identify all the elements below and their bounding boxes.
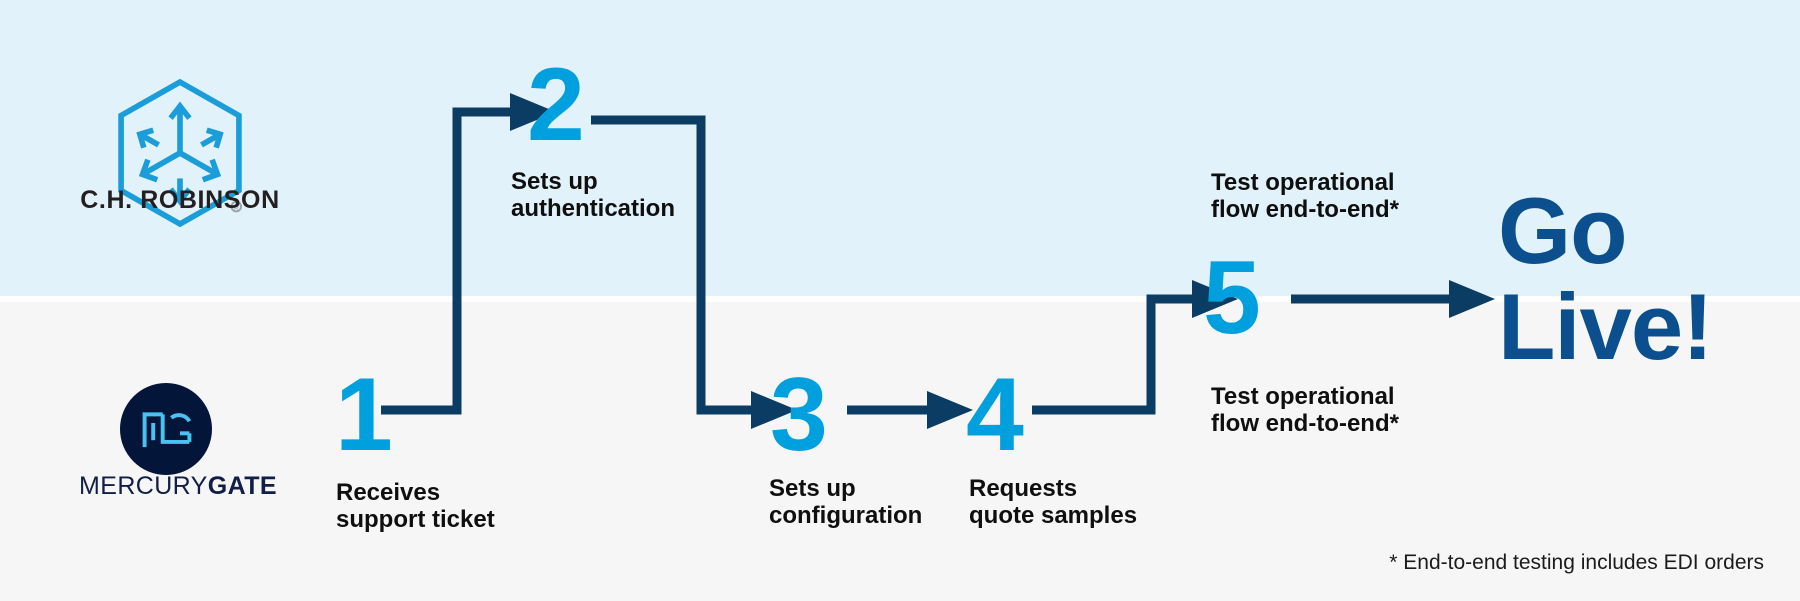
chrobinson-wordmark: C.H. ROBINSON — [80, 186, 280, 214]
bottom-band-mercurygate-lane — [0, 302, 1800, 601]
mercurygate-wordmark: MERCURYGATE — [38, 472, 318, 501]
arrowheads — [510, 93, 1495, 429]
top-band-chrobinson-lane — [0, 0, 1800, 296]
connector-2-to-3 — [591, 115, 757, 415]
connector-1-to-2 — [381, 107, 516, 415]
step-number-2: 2 — [527, 47, 585, 163]
band-divider — [0, 296, 1800, 302]
chrobinson-cube-arrows-hexagon-icon: R — [105, 78, 255, 228]
step-caption-2: Sets up authentication — [511, 168, 676, 222]
svg-text:R: R — [234, 206, 239, 213]
step-caption-5-top: Test operational flow end-to-end* — [1211, 169, 1399, 223]
step-caption-1: Receives support ticket — [336, 479, 495, 533]
arrowhead-to-3 — [751, 391, 797, 429]
step-number-1: 1 — [335, 357, 393, 473]
arrowhead-to-4 — [927, 391, 973, 429]
arrowhead-to-golive — [1449, 280, 1495, 318]
mercurygate-wordmark-bold: GATE — [207, 472, 277, 500]
arrowhead-to-2 — [510, 93, 556, 131]
mercurygate-mg-monogram-icon — [142, 408, 192, 450]
step-number-3: 3 — [770, 357, 828, 473]
go-live-label: Go Live! — [1498, 178, 1713, 379]
mercurygate-wordmark-light: MERCURY — [79, 472, 208, 500]
step-caption-5-bottom: Test operational flow end-to-end* — [1211, 383, 1399, 437]
step-number-5: 5 — [1203, 240, 1261, 356]
mercurygate-logo-circle — [120, 383, 212, 475]
footnote-text: * End-to-end testing includes EDI orders — [1389, 551, 1764, 574]
step-caption-4: Requests quote samples — [969, 475, 1138, 529]
step-caption-3: Sets up configuration — [769, 475, 923, 529]
step-number-4: 4 — [966, 357, 1024, 473]
arrowhead-to-5 — [1192, 280, 1238, 318]
connector-4-to-5 — [1032, 294, 1198, 415]
